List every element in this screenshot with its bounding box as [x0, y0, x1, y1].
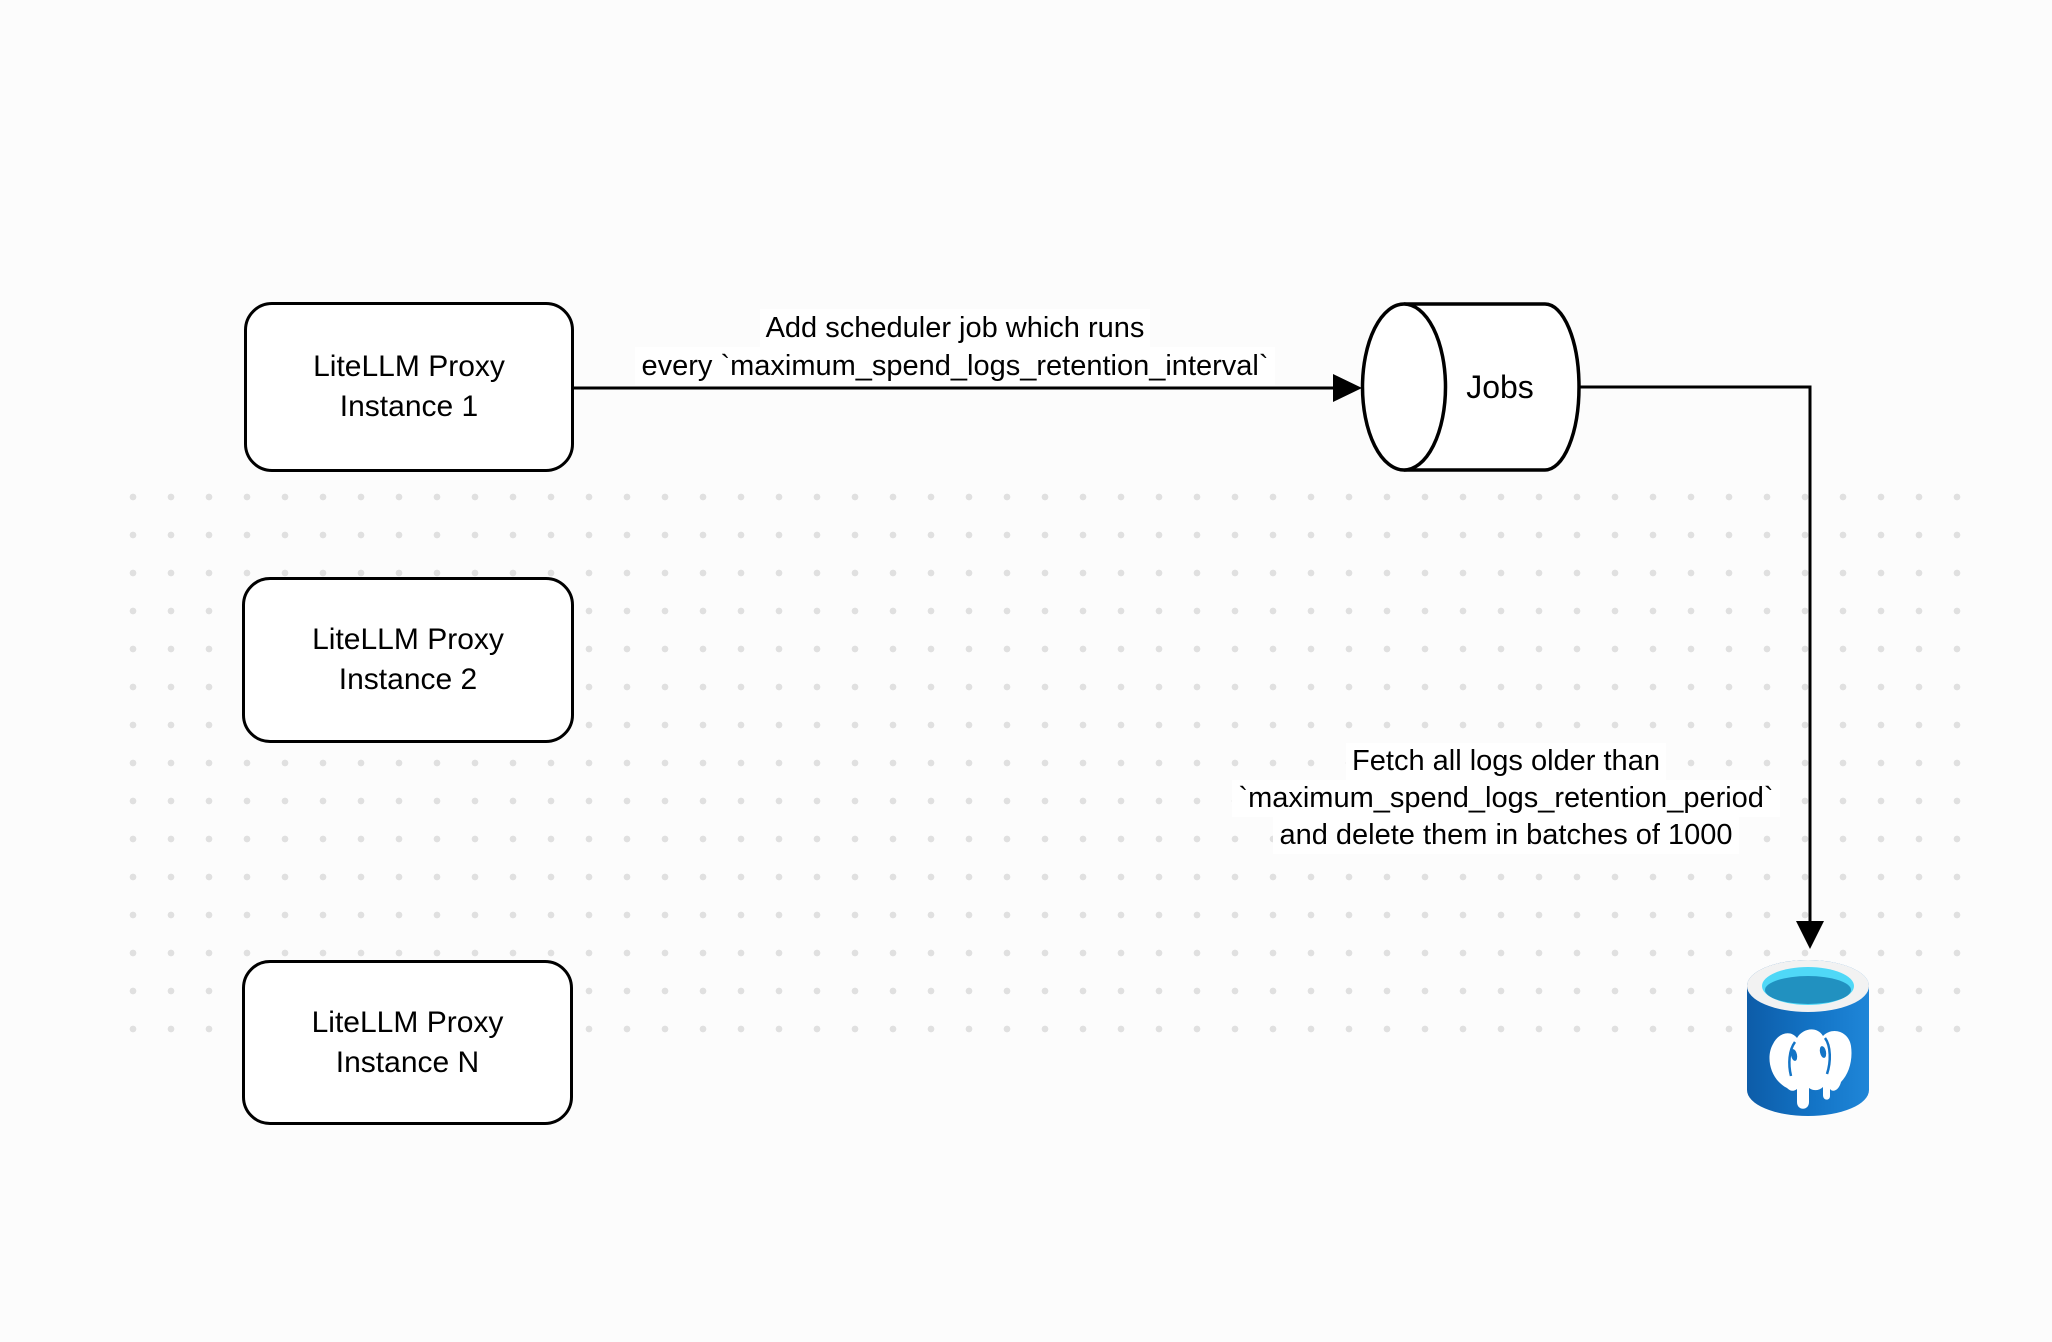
node-label-line2: Instance N	[335, 1045, 480, 1079]
postgresql-database-icon	[1747, 960, 1869, 1116]
edge-label-line: and delete them in batches of 1000	[1273, 817, 1739, 854]
edge-label-scheduler: Add scheduler job which runs every `maxi…	[580, 309, 1330, 385]
node-litellm-proxy-instance-2: LiteLLM Proxy Instance 2	[242, 577, 574, 743]
fetch-delete-arrow	[1579, 385, 1824, 949]
edge-label-fetch-delete: Fetch all logs older than `maximum_spend…	[1156, 743, 1856, 854]
node-litellm-proxy-instance-n: LiteLLM Proxy Instance N	[242, 960, 573, 1125]
jobs-queue-cylinder	[1360, 302, 1581, 472]
scheduler-arrow	[574, 374, 1362, 402]
node-litellm-proxy-instance-1: LiteLLM Proxy Instance 1	[244, 302, 574, 472]
edge-label-line: every `maximum_spend_logs_retention_inte…	[635, 347, 1275, 385]
node-label-line1: LiteLLM Proxy	[312, 623, 504, 656]
node-label-line2: Instance 2	[338, 663, 478, 696]
node-label-line2: Instance 1	[339, 390, 479, 423]
postgres-elephant	[1769, 1029, 1852, 1109]
node-label-line1: LiteLLM Proxy	[311, 1005, 504, 1039]
edge-label-line: `maximum_spend_logs_retention_period`	[1232, 780, 1780, 817]
edge-label-line: Add scheduler job which runs	[759, 309, 1151, 347]
node-label-line1: LiteLLM Proxy	[313, 350, 505, 383]
edge-label-line: Fetch all logs older than	[1346, 743, 1666, 780]
node-jobs-label: Jobs	[1466, 369, 1534, 405]
